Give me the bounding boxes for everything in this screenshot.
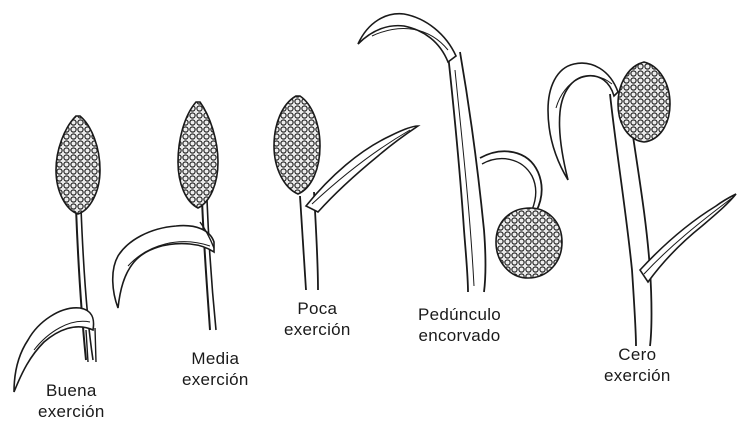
caption-medium-exertion: Media exerción	[182, 348, 249, 390]
plant-good-exertion	[14, 116, 100, 392]
panicle-little	[274, 96, 320, 194]
caption-good-line1: Buena	[38, 380, 105, 401]
caption-little-line1: Poca	[284, 298, 351, 319]
stem-medium	[202, 200, 210, 330]
caption-medium-line1: Media	[182, 348, 249, 369]
caption-zero-line2: exerción	[604, 365, 671, 386]
leaf-little	[306, 126, 418, 212]
panicle-medium	[178, 102, 218, 208]
caption-good-line2: exerción	[38, 401, 105, 422]
caption-medium-line2: exerción	[182, 369, 249, 390]
panicle-bent	[496, 208, 562, 278]
caption-little-line2: exerción	[284, 319, 351, 340]
plant-bent-peduncle	[358, 14, 562, 292]
leaf-zero-side	[640, 194, 736, 282]
leaf-bent	[358, 14, 456, 62]
caption-bent-peduncle: Pedúnculo encorvado	[418, 304, 501, 346]
plant-little-exertion	[274, 96, 418, 290]
caption-bent-line1: Pedúnculo	[418, 304, 501, 325]
caption-bent-line2: encorvado	[418, 325, 501, 346]
plant-medium-exertion	[113, 102, 218, 330]
caption-good-exertion: Buena exerción	[38, 380, 105, 422]
caption-zero-line1: Cero	[604, 344, 671, 365]
panicle-good	[56, 116, 100, 214]
caption-zero-exertion: Cero exerción	[604, 344, 671, 386]
caption-little-exertion: Poca exerción	[284, 298, 351, 340]
panicle-zero	[618, 62, 670, 142]
stem-little	[300, 196, 306, 290]
leaf-medium	[113, 226, 214, 308]
plant-zero-exertion	[548, 62, 736, 346]
